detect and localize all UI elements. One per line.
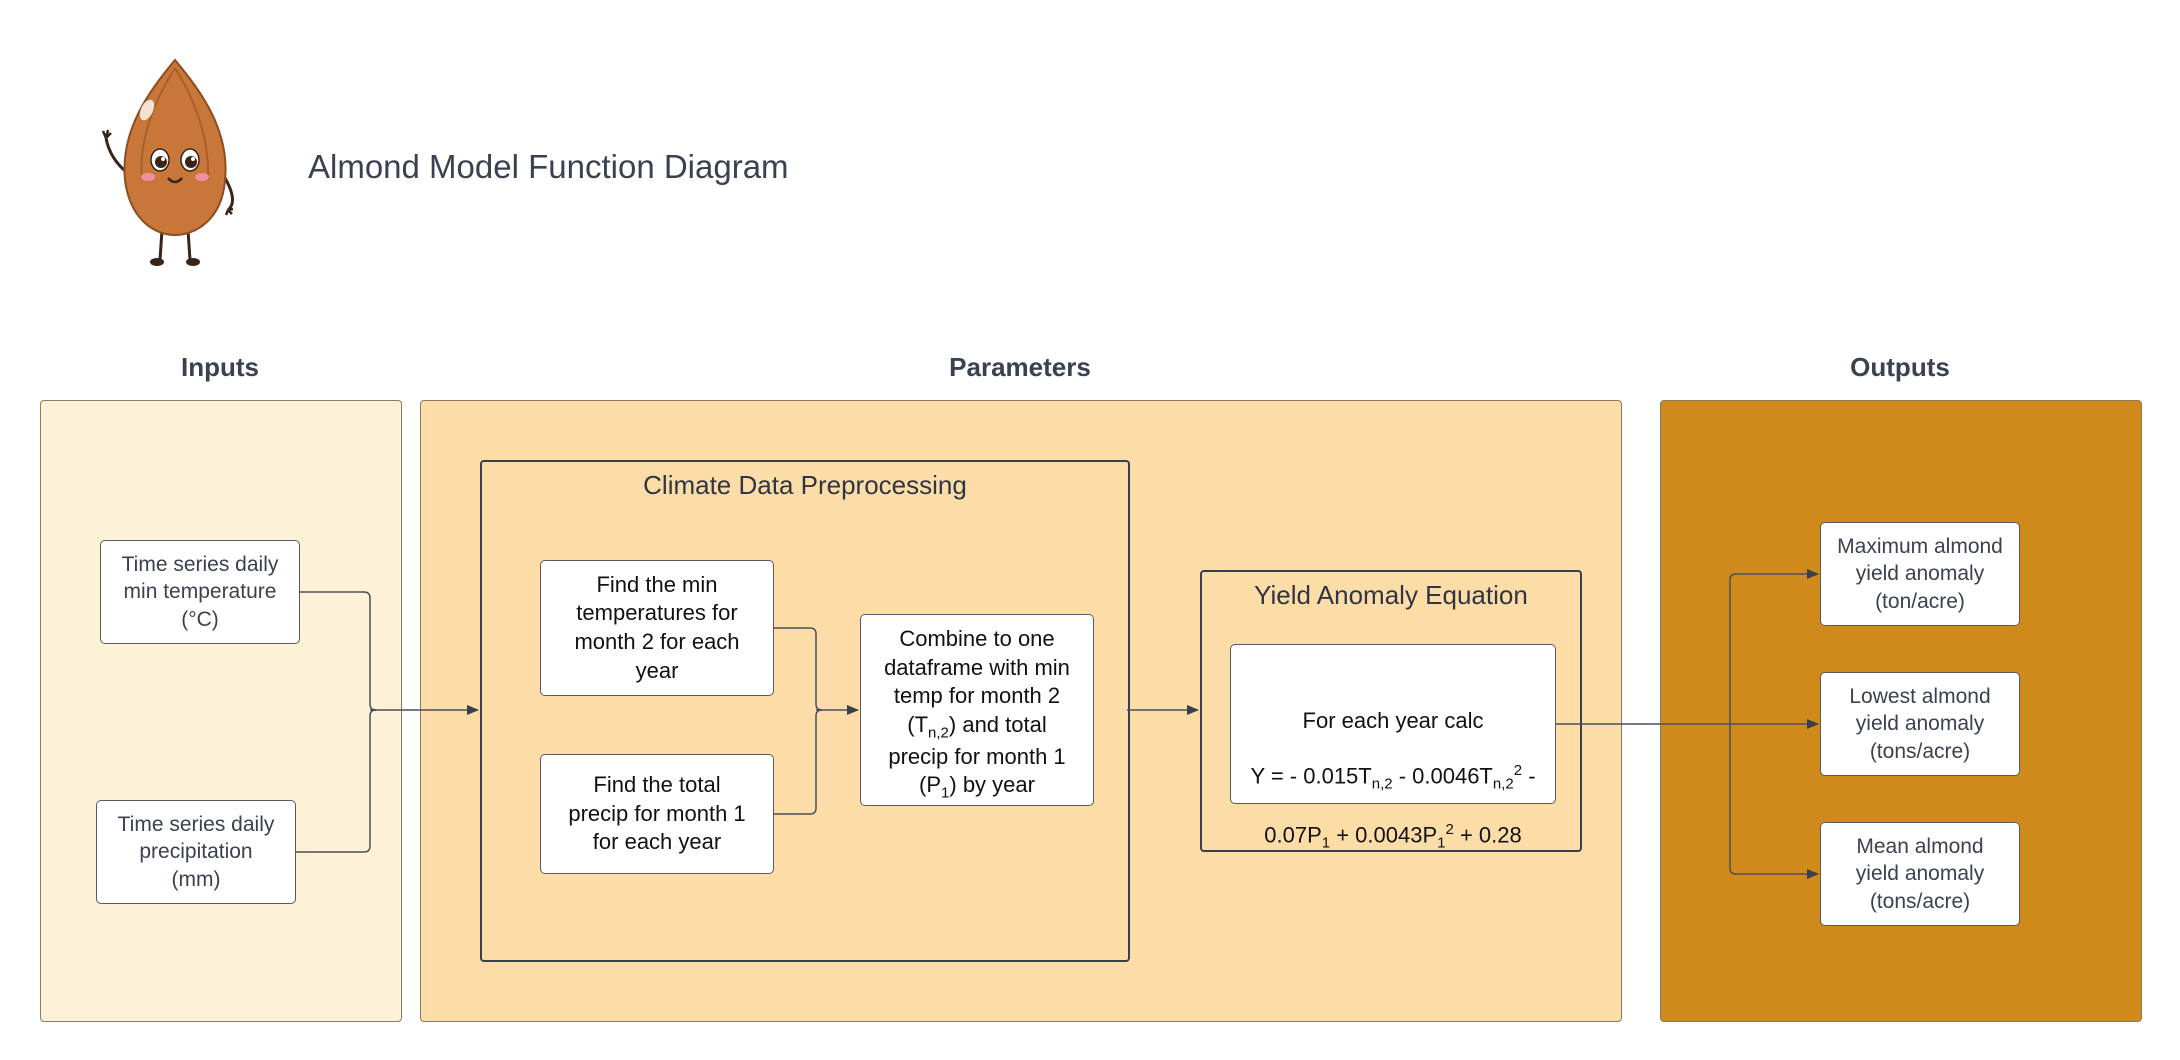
combine-text: (T [907,711,929,737]
equation-subscript: 1 [1321,835,1331,853]
equation-line: For each year calc [1302,707,1484,733]
combine-dataframe-step[interactable]: Combine to one dataframe with min temp f… [860,614,1094,806]
equation-term: - 0.0046T [1392,762,1493,788]
connector-total-precip [774,709,823,815]
equation-line: 0.07P1 + 0.0043P12 + 0.28 [1241,821,1545,853]
yield-anomaly-equation-group: Yield Anomaly Equation [1200,570,1582,852]
almond-mascot-icon [101,58,234,266]
equation-line: Y = - 0.015Tn,2 - 0.0046Tn,22 - [1241,762,1545,794]
section-label-outputs: Outputs [1850,352,1950,382]
equation-subscript: n,2 [1371,775,1393,793]
inputs-panel [40,400,402,1022]
output-lowest-yield[interactable]: Lowest almond yield anomaly (tons/acre) [1820,672,2020,776]
equation-term: Y = - 0.015T [1250,762,1372,788]
yield-equation-box[interactable]: For each year calc Y = - 0.015Tn,2 - 0.0… [1230,644,1556,852]
combine-subscript: 1 [941,784,950,802]
yield-group-title: Yield Anomaly Equation [1254,580,1528,610]
combine-line: temp for month 2 [893,683,1061,709]
combine-line: (P1) by year [871,771,1083,803]
combine-line: precip for month 1 [888,743,1066,769]
equation-subscript: 1 [1437,835,1446,853]
combine-text: ) and total [948,711,1047,737]
connector-input-temp [300,591,377,711]
arrow-to-mean-output [1729,724,1819,879]
combine-line: (Tn,2) and total [871,711,1083,743]
equation-superscript: 2 [1445,821,1454,839]
equation-term: - [1522,762,1536,788]
climate-data-preprocessing-group: Climate Data Preprocessing [480,460,1130,962]
output-mean-yield[interactable]: Mean almond yield anomaly (tons/acre) [1820,822,2020,926]
combine-text: ) by year [949,772,1035,798]
connector-min-temp [774,627,823,711]
equation-term: 0.07P [1264,822,1322,848]
section-label-inputs: Inputs [181,352,259,382]
arrow-to-max-output [1729,569,1819,724]
input-precipitation[interactable]: Time series daily precipitation (mm) [96,800,296,904]
climate-group-title: Climate Data Preprocessing [643,470,967,500]
combine-line: dataframe with min [884,654,1070,680]
section-label-parameters: Parameters [949,352,1091,382]
page-title: Almond Model Function Diagram [308,148,789,185]
equation-subscript: n,2 [1492,775,1514,793]
equation-term: + 0.0043P [1330,822,1438,848]
equation-superscript: 2 [1513,761,1523,779]
combine-line: Combine to one [899,626,1055,651]
input-min-temperature[interactable]: Time series daily min temperature (°C) [100,540,300,644]
output-maximum-yield[interactable]: Maximum almond yield anomaly (ton/acre) [1820,522,2020,626]
equation-term: + 0.28 [1453,822,1522,848]
combine-text: (P [919,772,942,798]
connector-input-precip [296,709,377,853]
find-min-temp-step[interactable]: Find the min temperatures for month 2 fo… [540,560,774,696]
find-total-precip-step[interactable]: Find the total precip for month 1 for ea… [540,754,774,874]
combine-subscript: n,2 [928,724,949,742]
